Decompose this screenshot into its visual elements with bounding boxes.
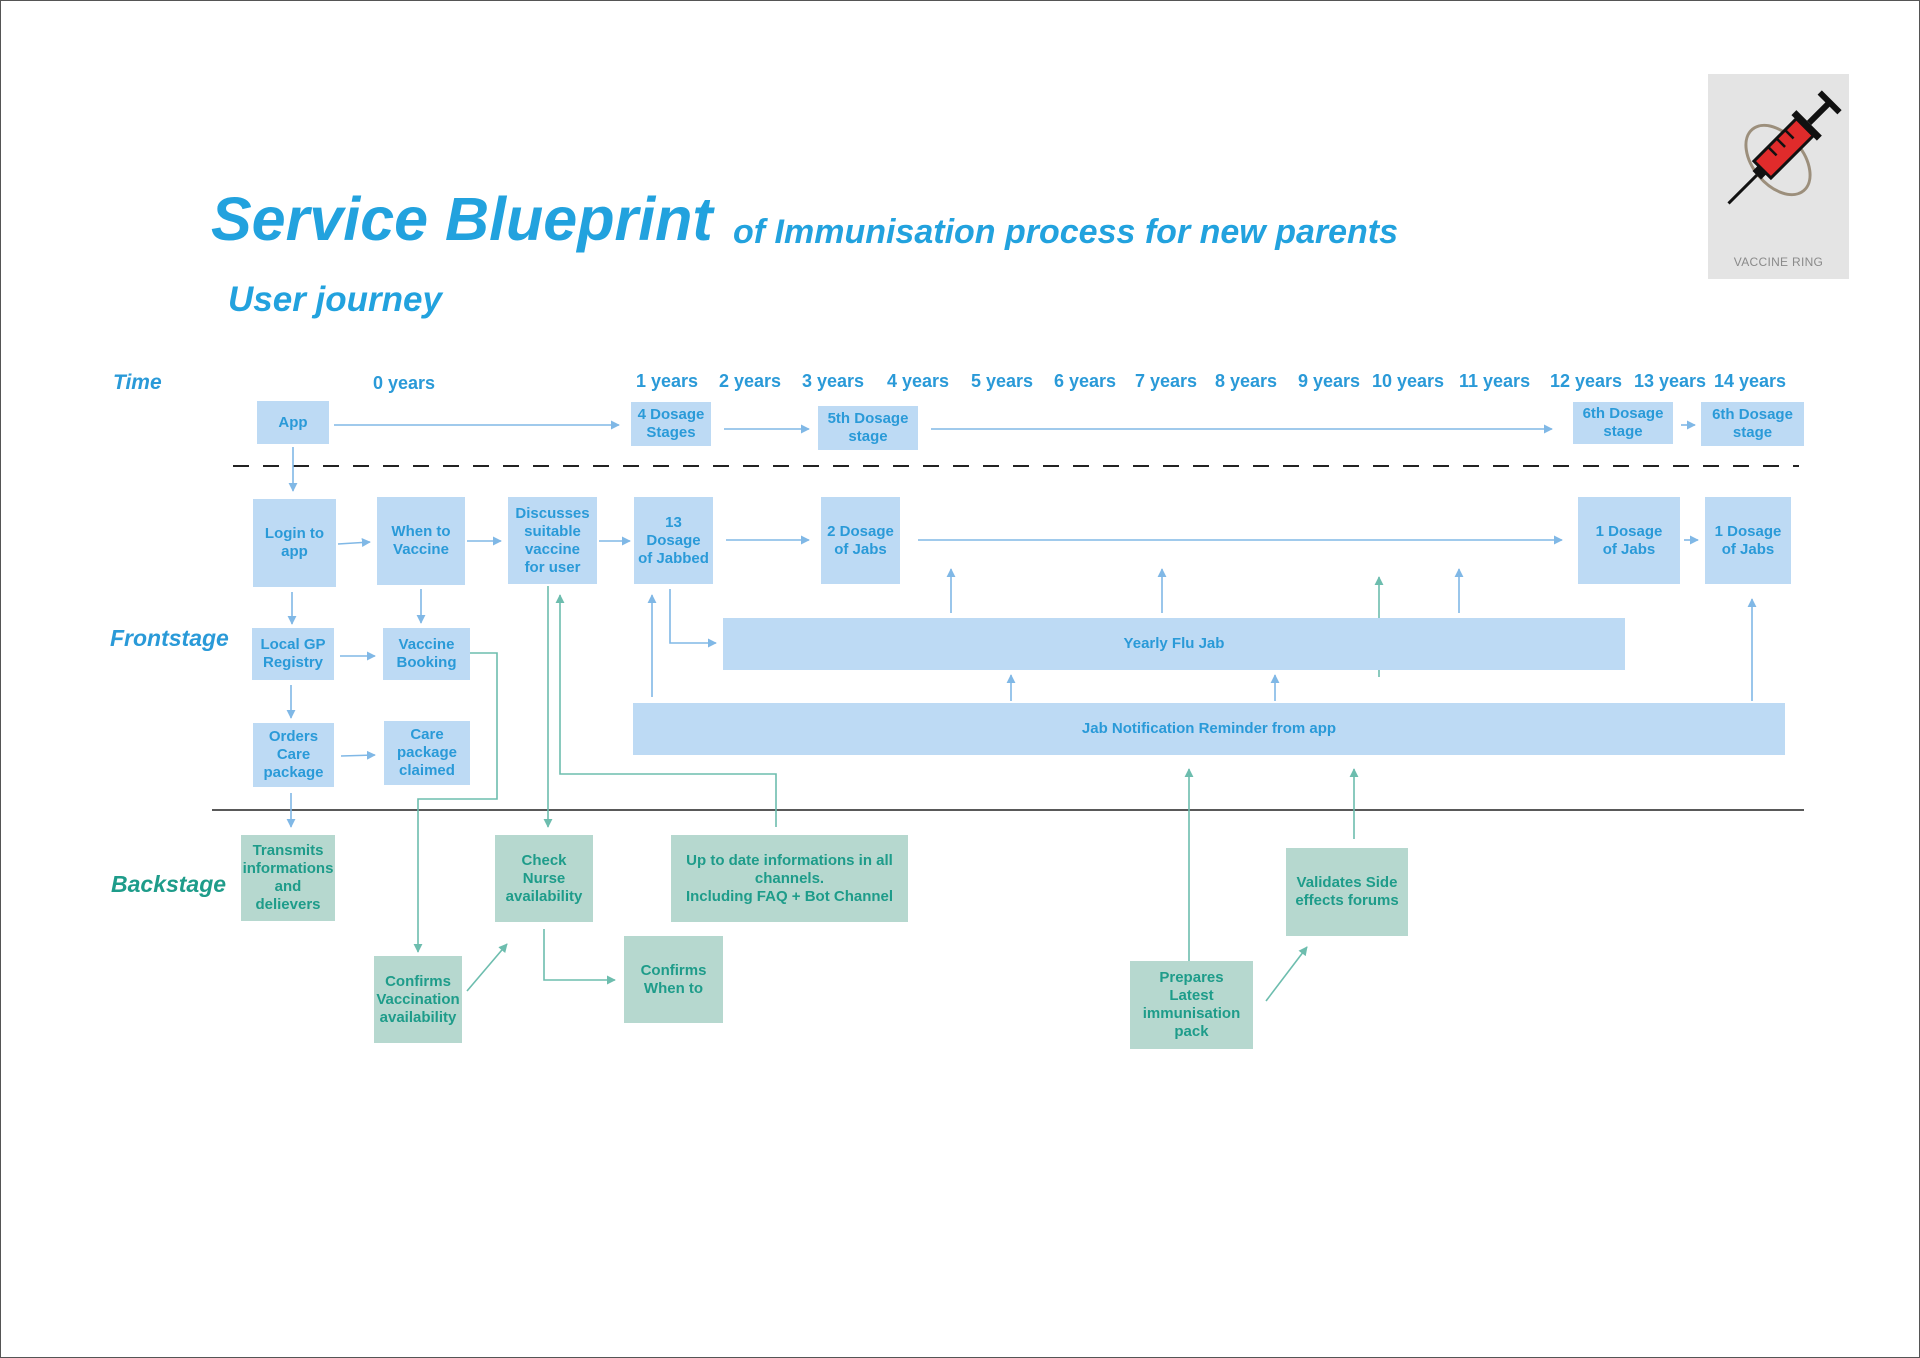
box-1-dosage-of-jabs: 1 Dosage of Jabs bbox=[1578, 497, 1680, 584]
box-2-dosage-of-jabs: 2 Dosage of Jabs bbox=[821, 497, 900, 584]
year-label: 14 years bbox=[1714, 371, 1787, 391]
lane-label-backstage: Backstage bbox=[111, 871, 227, 897]
arrow-uptodate-to-discusses bbox=[555, 594, 777, 827]
arrow-orders-to-care bbox=[340, 750, 376, 760]
box-jab-notification-reminder: Jab Notification Reminder from app bbox=[633, 703, 1785, 755]
box-care-package-claimed: Care package claimed bbox=[384, 721, 470, 785]
page-title: Service Blueprint bbox=[211, 185, 713, 253]
box-13-dosage-of-jabbed: 13 Dosage of Jabbed bbox=[634, 497, 713, 584]
arrow-confirms-to-nurse bbox=[466, 943, 508, 992]
box-confirms-when-to: Confirms When to bbox=[624, 936, 723, 1023]
year-label: 7 years bbox=[1135, 371, 1198, 391]
box-4-dosage-stages: 4 Dosage Stages bbox=[631, 402, 711, 446]
year-label: 8 years bbox=[1215, 371, 1278, 391]
box-login-to-app: Login to app bbox=[253, 499, 336, 587]
box-6th-dosage-stage: 6th Dosage stage bbox=[1573, 402, 1673, 444]
year-label: 6 years bbox=[1054, 371, 1117, 391]
box-when-to-vaccine: When to Vaccine bbox=[377, 497, 465, 585]
year-label: 4 years bbox=[887, 371, 950, 391]
box-prepares-latest-immunisation-pack: Prepares Latest immunisation pack bbox=[1130, 961, 1253, 1049]
year-label: 9 years bbox=[1298, 371, 1361, 391]
arrow-booking-to-confirms bbox=[413, 652, 498, 953]
box-5th-dosage-stage: 5th Dosage stage bbox=[818, 406, 918, 450]
box-discusses-suitable-vaccine: Discusses suitable vaccine for user bbox=[508, 497, 597, 584]
lane-label-time: Time bbox=[113, 371, 162, 394]
box-confirms-vaccination-availability: Confirms Vaccination availability bbox=[374, 956, 462, 1043]
year-label: 2 years bbox=[719, 371, 782, 391]
box-validates-side-effects: Validates Side effects forums bbox=[1286, 848, 1408, 936]
box-local-gp-registry: Local GP Registry bbox=[252, 628, 334, 680]
arrow-prepares-to-validates bbox=[1265, 946, 1308, 1002]
box-1-dosage-of-jabs-2: 1 Dosage of Jabs bbox=[1705, 497, 1791, 584]
box-vaccine-booking: Vaccine Booking bbox=[383, 628, 470, 680]
year-label: 10 years bbox=[1372, 371, 1445, 391]
box-app: App bbox=[257, 401, 329, 444]
arrow-login-to-when bbox=[337, 538, 371, 547]
box-up-to-date-informations: Up to date informations in all channels.… bbox=[671, 835, 908, 922]
box-6th-dosage-stage-2: 6th Dosage stage bbox=[1701, 402, 1804, 446]
year-label: 0 years bbox=[373, 373, 436, 393]
year-label: 5 years bbox=[971, 371, 1034, 391]
year-label: 1 years bbox=[636, 371, 699, 391]
year-label: 3 years bbox=[802, 371, 865, 391]
box-transmits-informations: Transmits informations and delievers bbox=[241, 835, 335, 921]
section-title: User journey bbox=[228, 280, 442, 319]
lane-label-frontstage: Frontstage bbox=[110, 625, 229, 651]
year-label: 11 years bbox=[1459, 371, 1531, 391]
logo-caption: VACCINE RING bbox=[1733, 255, 1824, 269]
box-check-nurse-availability: Check Nurse availability bbox=[495, 835, 593, 922]
vaccine-ring-logo: VACCINE RING bbox=[1708, 74, 1849, 279]
arrow-13dosage-to-flu bbox=[669, 589, 717, 648]
page-subtitle: of Immunisation process for new parents bbox=[733, 213, 1399, 251]
syringe-icon bbox=[1727, 90, 1842, 205]
box-orders-care-package: Orders Care package bbox=[253, 723, 334, 787]
arrow-nurse-to-confirmswhen bbox=[543, 929, 616, 985]
year-label: 12 years bbox=[1550, 371, 1623, 391]
box-yearly-flu-jab: Yearly Flu Jab bbox=[723, 618, 1625, 670]
year-label: 13 years bbox=[1634, 371, 1707, 391]
